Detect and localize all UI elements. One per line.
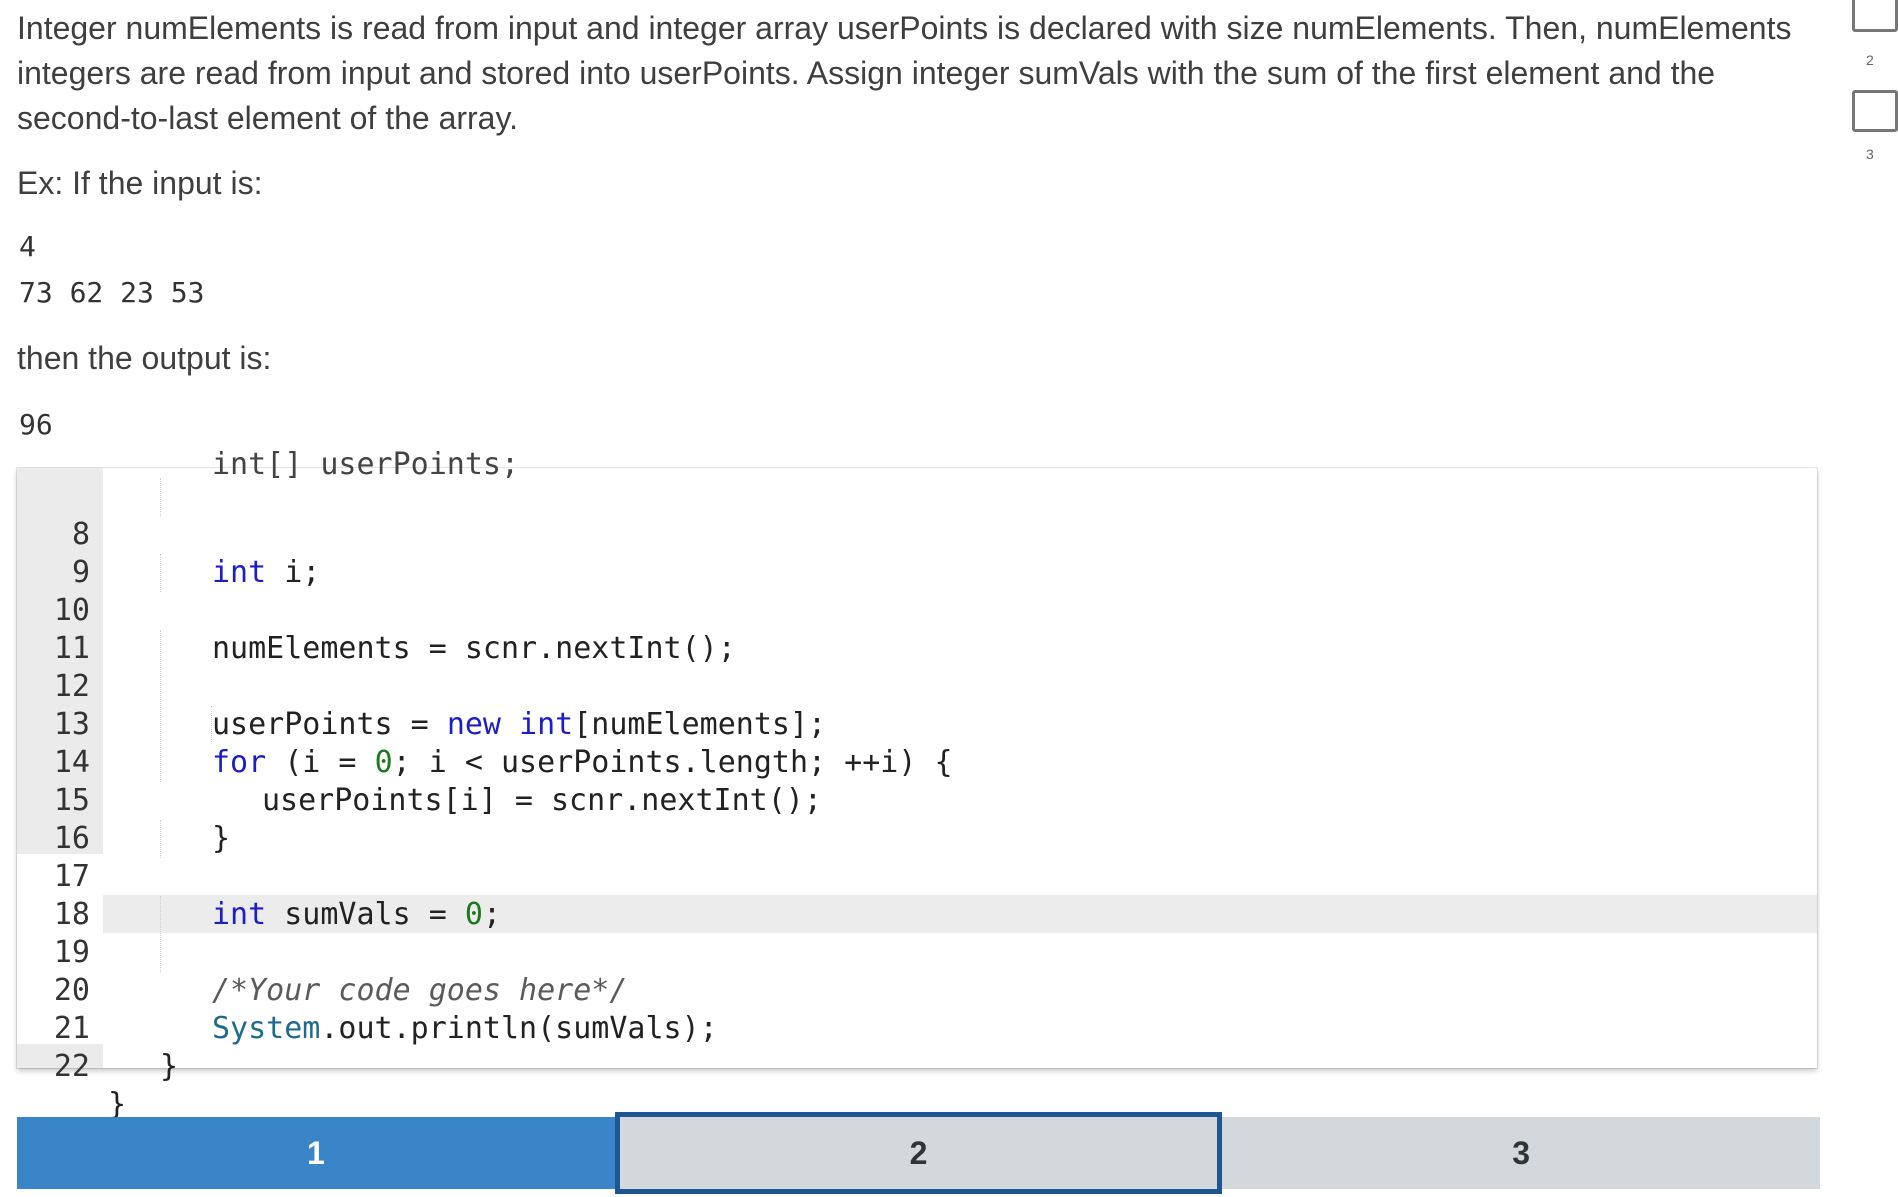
line-number: 12 [53,669,90,704]
level-tab-3[interactable]: 3 [1222,1117,1821,1189]
example-input-line-1: 4 [19,230,36,263]
code-line-15[interactable]: 15 } [17,744,1817,856]
line-number: 16 [53,821,90,856]
line-number: 11 [53,631,90,666]
line-number: 19 [53,935,90,970]
code-text: for (i = 0; i < userPoints.length; ++i) … [212,745,953,780]
code-line-14[interactable]: 14 userPoints[i] = scnr.nextInt(); [17,706,1817,818]
indent-guide [211,706,212,744]
code-text: } [160,1049,179,1084]
line-number: 8 [71,517,90,552]
indent-guide [160,478,161,516]
code-line-13[interactable]: 13 for (i = 0; i < userPoints.length; ++… [17,668,1817,780]
line-number: 9 [71,555,90,590]
line-number: 13 [53,707,90,742]
indent-guide [160,630,161,782]
line-number: 17 [53,859,90,894]
line-number: 18 [53,897,90,932]
level-checkbox-2[interactable] [1852,0,1898,32]
level-checkbox-number-3: 3 [1866,146,1874,162]
code-text: System.out.println(sumVals); [212,1011,718,1046]
code-text: int i; [212,555,321,590]
code-text: numElements = scnr.nextInt(); [212,631,736,666]
code-line-17[interactable]: 17 int sumVals = 0; [17,820,1817,932]
code-comment: /*Your code goes here*/ [212,973,628,1008]
line-number: 14 [53,745,90,780]
code-text: } [108,1087,127,1122]
example-output-line-1: 96 [19,408,53,441]
example-input-line-2: 73 62 23 53 [19,276,205,309]
level-tab-1[interactable]: 1 [17,1117,615,1189]
line-number: 15 [53,783,90,818]
code-line-10[interactable]: 10 numElements = scnr.nextInt(); [17,554,1817,666]
indent-guide [160,820,161,858]
code-text: userPoints = new int[numElements]; [212,707,827,742]
line-number: 10 [53,593,90,628]
code-text: int sumVals = 0; [212,897,501,932]
code-line-22[interactable]: 22 } [17,1010,1817,1122]
level-tab-2[interactable]: 2 [614,1112,1223,1194]
code-line-19[interactable]: 19 /*Your code goes here*/ [17,896,1817,1008]
code-line-21[interactable]: 21 } [17,972,1817,1084]
code-line-12[interactable]: 12 userPoints = new int[numElements]; [17,630,1817,742]
line-number: 20 [53,973,90,1008]
indent-guide [160,896,161,972]
level-progress-bar: 1 2 3 [17,1112,1821,1194]
line-number: 22 [53,1049,90,1084]
code-line-11[interactable]: 11 [17,592,1817,666]
code-line-18[interactable]: 18 [17,858,1817,932]
code-line-16[interactable]: 16 [17,782,1817,856]
example-label: Ex: If the input is: [17,165,263,201]
line-number: 21 [53,1011,90,1046]
partially-visible-code-line: int[] userPoints; [212,447,520,482]
gutter-active-area [17,854,103,1044]
prompt-description: Integer numElements is read from input a… [17,10,1792,136]
current-line-highlight [103,895,1817,933]
code-text: userPoints[i] = scnr.nextInt(); [262,783,822,818]
code-text: } [212,821,231,856]
code-line-8[interactable]: 8 int i; [17,478,1817,590]
code-line-9[interactable]: 9 [17,516,1817,590]
level-checkbox-number-2: 2 [1866,52,1874,68]
indent-guide [160,554,161,592]
code-editor[interactable]: int[] userPoints; 8 int i; 9 10 numEleme… [17,447,1817,1122]
code-line-20[interactable]: 20 System.out.println(sumVals); [17,934,1817,1046]
level-checkbox-3[interactable] [1852,90,1898,132]
output-label: then the output is: [17,340,272,376]
